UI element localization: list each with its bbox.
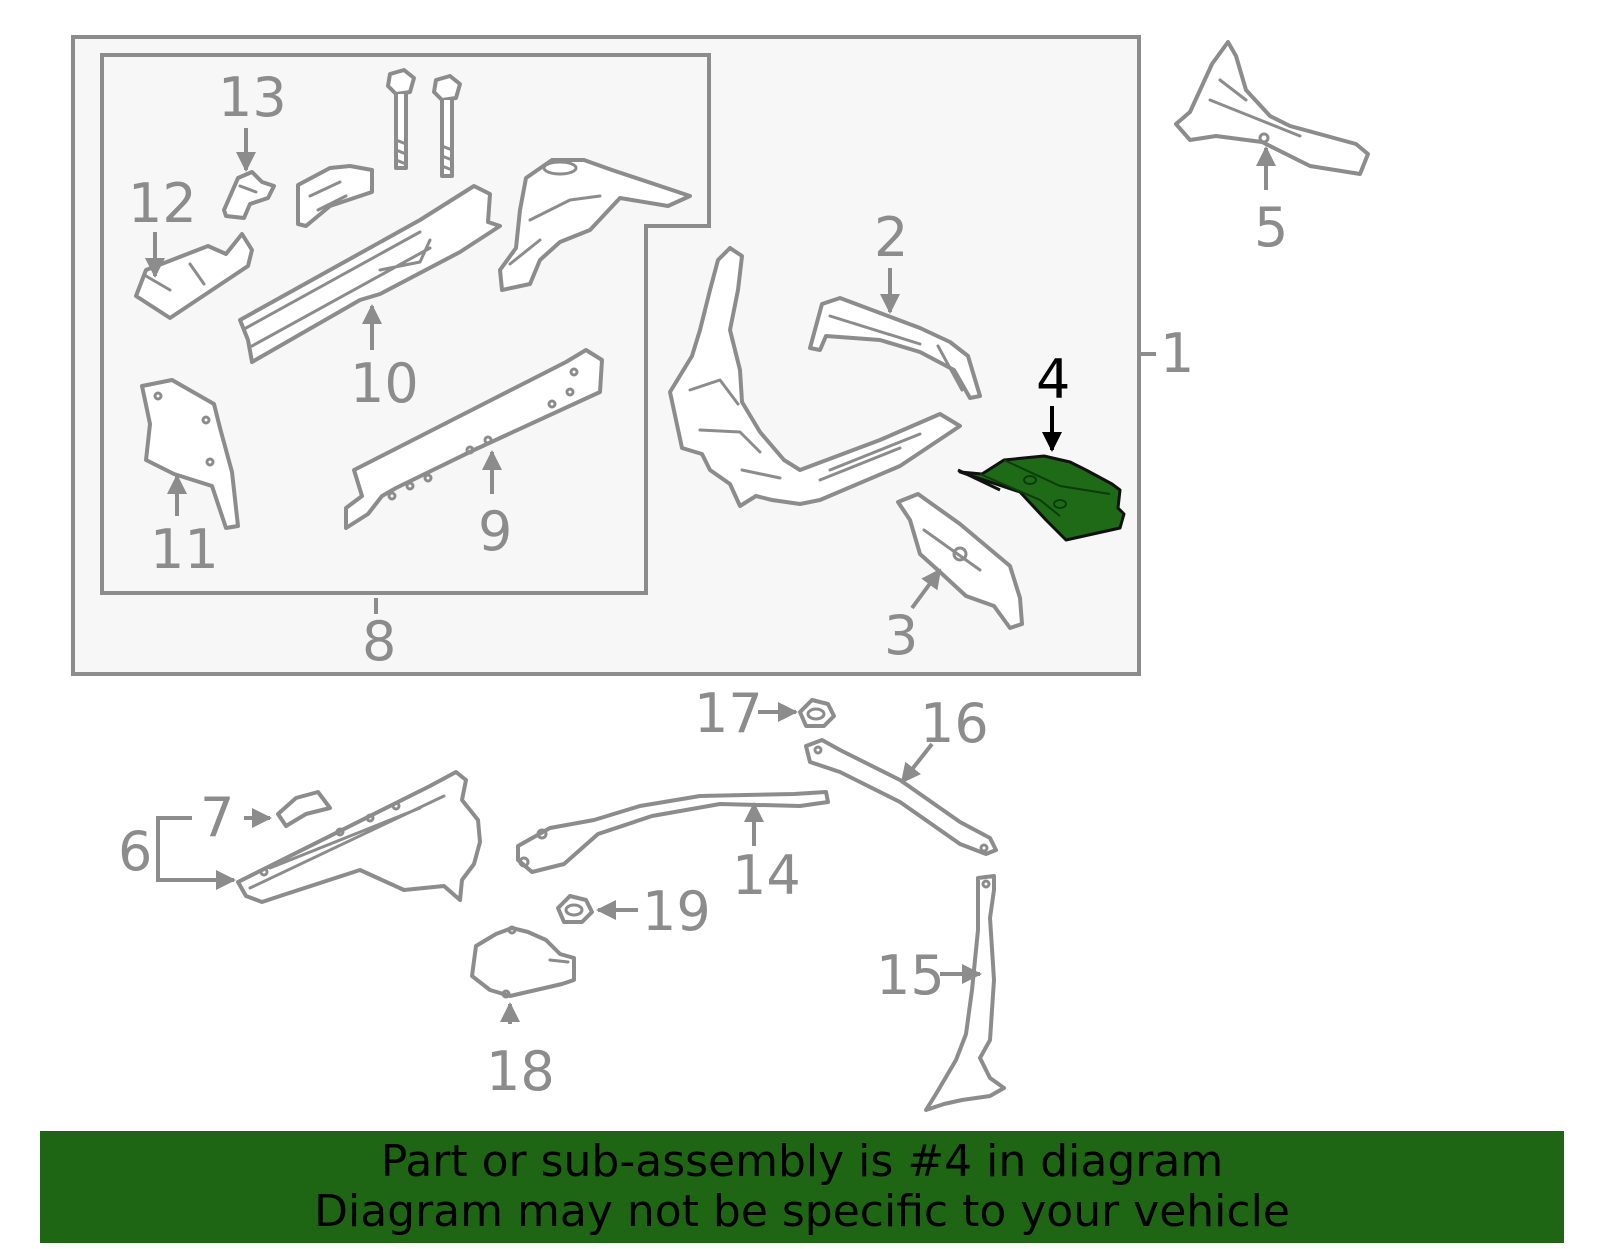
- callout-12: 12: [128, 172, 197, 235]
- part-14-brace[interactable]: [516, 790, 830, 874]
- part-1-side-member[interactable]: [668, 246, 962, 508]
- part-18-bracket[interactable]: [470, 925, 576, 999]
- callout-14: 14: [732, 844, 801, 907]
- banner-line-2: Diagram may not be specific to your vehi…: [314, 1186, 1290, 1237]
- callout-9: 9: [478, 500, 512, 563]
- part-bracket-small[interactable]: [296, 164, 374, 228]
- notice-banner: Part or sub-assembly is #4 in diagram Di…: [40, 1131, 1564, 1243]
- part-16-brace[interactable]: [804, 738, 998, 856]
- part-13-bracket[interactable]: [222, 170, 276, 220]
- part-4-highlighted[interactable]: [957, 454, 1126, 542]
- callout-11: 11: [150, 518, 219, 581]
- callout-2: 2: [874, 206, 908, 269]
- part-6-apron-rail[interactable]: [236, 770, 482, 904]
- callout-17: 17: [694, 682, 763, 745]
- callout-18: 18: [486, 1040, 555, 1103]
- callout-8: 8: [362, 610, 396, 673]
- part-7-bracket[interactable]: [276, 790, 332, 828]
- callout-1: 1: [1160, 322, 1194, 385]
- part-3-bracket[interactable]: [896, 492, 1024, 630]
- part-12-bracket[interactable]: [134, 232, 254, 320]
- callout-3: 3: [884, 604, 918, 667]
- part-5-bracket[interactable]: [1174, 40, 1370, 176]
- part-9-reinforcement[interactable]: [344, 348, 604, 530]
- callout-10: 10: [350, 352, 419, 415]
- callout-19: 19: [642, 880, 711, 943]
- callout-16: 16: [920, 692, 989, 755]
- part-19-nut[interactable]: [556, 894, 594, 924]
- callout-7: 7: [200, 786, 234, 849]
- part-10-rail[interactable]: [238, 184, 502, 364]
- part-2-bracket[interactable]: [808, 296, 982, 400]
- banner-line-1: Part or sub-assembly is #4 in diagram: [380, 1136, 1224, 1187]
- callout-lines: [145, 128, 1276, 1024]
- callout-13: 13: [218, 66, 287, 129]
- part-15-strut[interactable]: [924, 874, 1006, 1112]
- bolt-2[interactable]: [432, 74, 462, 178]
- callout-5: 5: [1254, 196, 1288, 259]
- bolt-1[interactable]: [386, 68, 416, 170]
- callout-15: 15: [876, 944, 945, 1007]
- callout-4: 4: [1036, 348, 1070, 411]
- part-11-plate[interactable]: [140, 378, 240, 530]
- part-apron-upper[interactable]: [498, 158, 692, 292]
- callout-6: 6: [118, 820, 152, 883]
- part-17-nut[interactable]: [798, 698, 836, 728]
